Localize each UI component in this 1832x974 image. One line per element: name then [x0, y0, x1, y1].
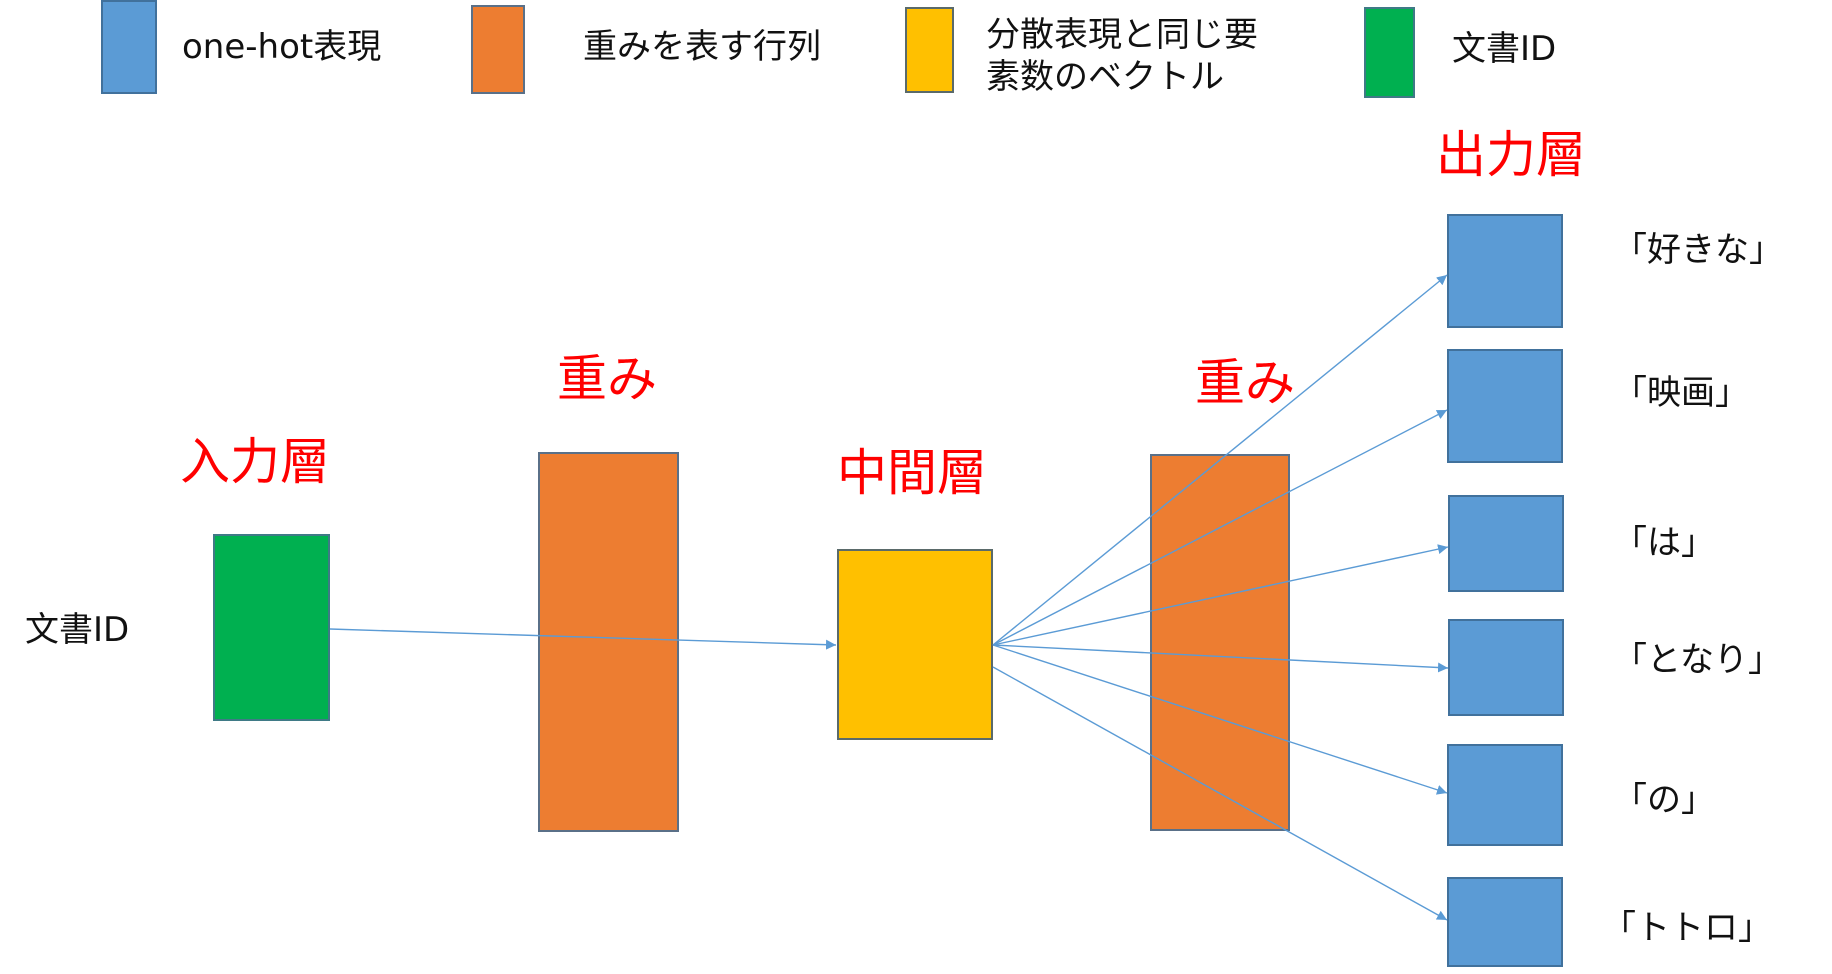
- output-box-6: [1447, 877, 1563, 967]
- output-label-5: 「の」: [1613, 780, 1715, 820]
- arrow-hidden-to-out-2: [992, 409, 1448, 646]
- legend-swatch-vector: [905, 7, 954, 93]
- arrow-hidden-to-out-4: [992, 644, 1449, 673]
- output-label-2: 「映画」: [1613, 373, 1749, 413]
- output-label-3: 「は」: [1613, 523, 1715, 563]
- output-layer-title: 出力層: [1436, 126, 1586, 184]
- legend-label-vector-line1: 分散表現と同じ要: [986, 15, 1258, 55]
- arrow-input-to-hidden: [329, 628, 837, 650]
- input-layer-title: 入力層: [180, 433, 330, 491]
- weight1-title: 重み: [557, 350, 657, 408]
- input-doc-id-label: 文書ID: [25, 610, 130, 650]
- legend-label-one-hot: one-hot表現: [182, 27, 382, 67]
- weight1-matrix-box: [538, 452, 679, 832]
- legend-label-weight: 重みを表す行列: [583, 27, 821, 67]
- legend-swatch-weight: [471, 5, 525, 94]
- arrow-hidden-to-out-6: [992, 666, 1448, 921]
- output-label-4: 「となり」: [1613, 640, 1782, 680]
- legend-label-vector-line2: 素数のベクトル: [986, 57, 1224, 97]
- hidden-layer-title: 中間層: [837, 444, 987, 502]
- output-label-1: 「好きな」: [1613, 230, 1783, 270]
- output-label-6: 「トトロ」: [1602, 908, 1772, 948]
- arrow-hidden-to-out-3: [992, 544, 1449, 646]
- input-layer-box: [213, 534, 330, 721]
- output-box-2: [1447, 349, 1563, 463]
- output-box-4: [1448, 619, 1564, 716]
- legend-label-doc-id: 文書ID: [1452, 29, 1557, 69]
- arrow-hidden-to-out-1: [992, 274, 1448, 646]
- output-box-1: [1447, 214, 1563, 328]
- output-box-5: [1447, 744, 1563, 846]
- arrow-hidden-to-out-5: [992, 644, 1448, 795]
- weight2-title: 重み: [1195, 354, 1295, 412]
- hidden-layer-box: [837, 549, 993, 740]
- output-box-3: [1448, 495, 1564, 592]
- legend-swatch-one-hot: [101, 0, 157, 94]
- legend-swatch-doc-id: [1364, 7, 1415, 98]
